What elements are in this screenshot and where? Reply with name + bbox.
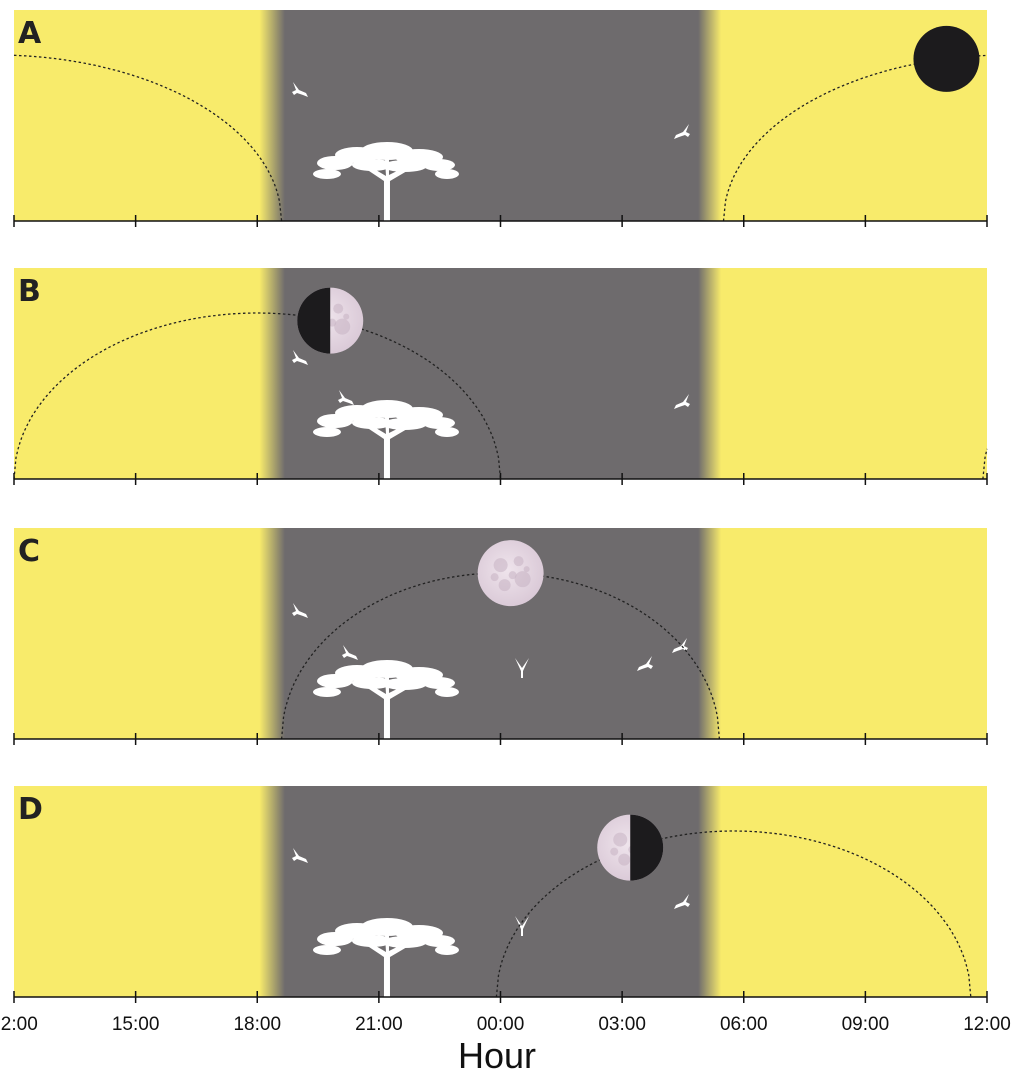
bird-icon [637,656,653,671]
bird-icon [292,603,308,618]
tick-label: 09:00 [842,1014,890,1035]
night-band [259,10,722,221]
moon-new-icon [913,25,980,92]
x-axis: 12:00 15:00 18:00 21:00 00:00 03:00 06:00 09:00… [0,1014,1011,1035]
tick-label: 18:00 [233,1014,281,1035]
panels-layer: A B C D [13,10,988,1003]
tick-label: 15:00 [112,1014,160,1035]
panel-letter: B [18,274,41,309]
tick-label: 12:00 [0,1014,38,1035]
x-axis-title: Hour [458,1035,536,1076]
acacia-tree-icon [312,142,459,221]
bird-icon [674,124,690,139]
moon-full-icon [477,540,544,607]
bird-icon [292,82,308,97]
acacia-tree-icon [312,400,459,479]
bird-icon [338,390,354,405]
tick-label: 03:00 [598,1014,646,1035]
moon-first-quarter-icon [297,287,364,354]
bird-icon [292,350,308,365]
panel-b: B [13,268,988,485]
panel-letter: A [18,16,42,51]
bird-icon [515,658,529,678]
bird-icon [515,916,529,936]
panel-c: C [13,528,988,745]
acacia-tree-icon [312,660,459,739]
tick-label: 00:00 [477,1014,525,1035]
tick-label: 21:00 [355,1014,403,1035]
bird-icon [674,394,690,409]
tick-label: 06:00 [720,1014,768,1035]
panel-letter: D [18,792,43,827]
acacia-tree-icon [312,918,459,997]
moon-path-arc [13,54,283,222]
panel-a: A [13,10,988,227]
panel-d: D [13,786,988,1003]
bird-icon [342,645,358,660]
moon-path-arc [722,54,988,222]
tick-label: 12:00 [963,1014,1011,1035]
bird-icon [672,638,688,653]
bird-icon [674,894,690,909]
bird-icon [292,848,308,863]
moon-last-quarter-icon [597,814,664,881]
panel-letter: C [18,534,40,569]
moon-path-arc [982,448,988,480]
night-band [259,786,722,997]
